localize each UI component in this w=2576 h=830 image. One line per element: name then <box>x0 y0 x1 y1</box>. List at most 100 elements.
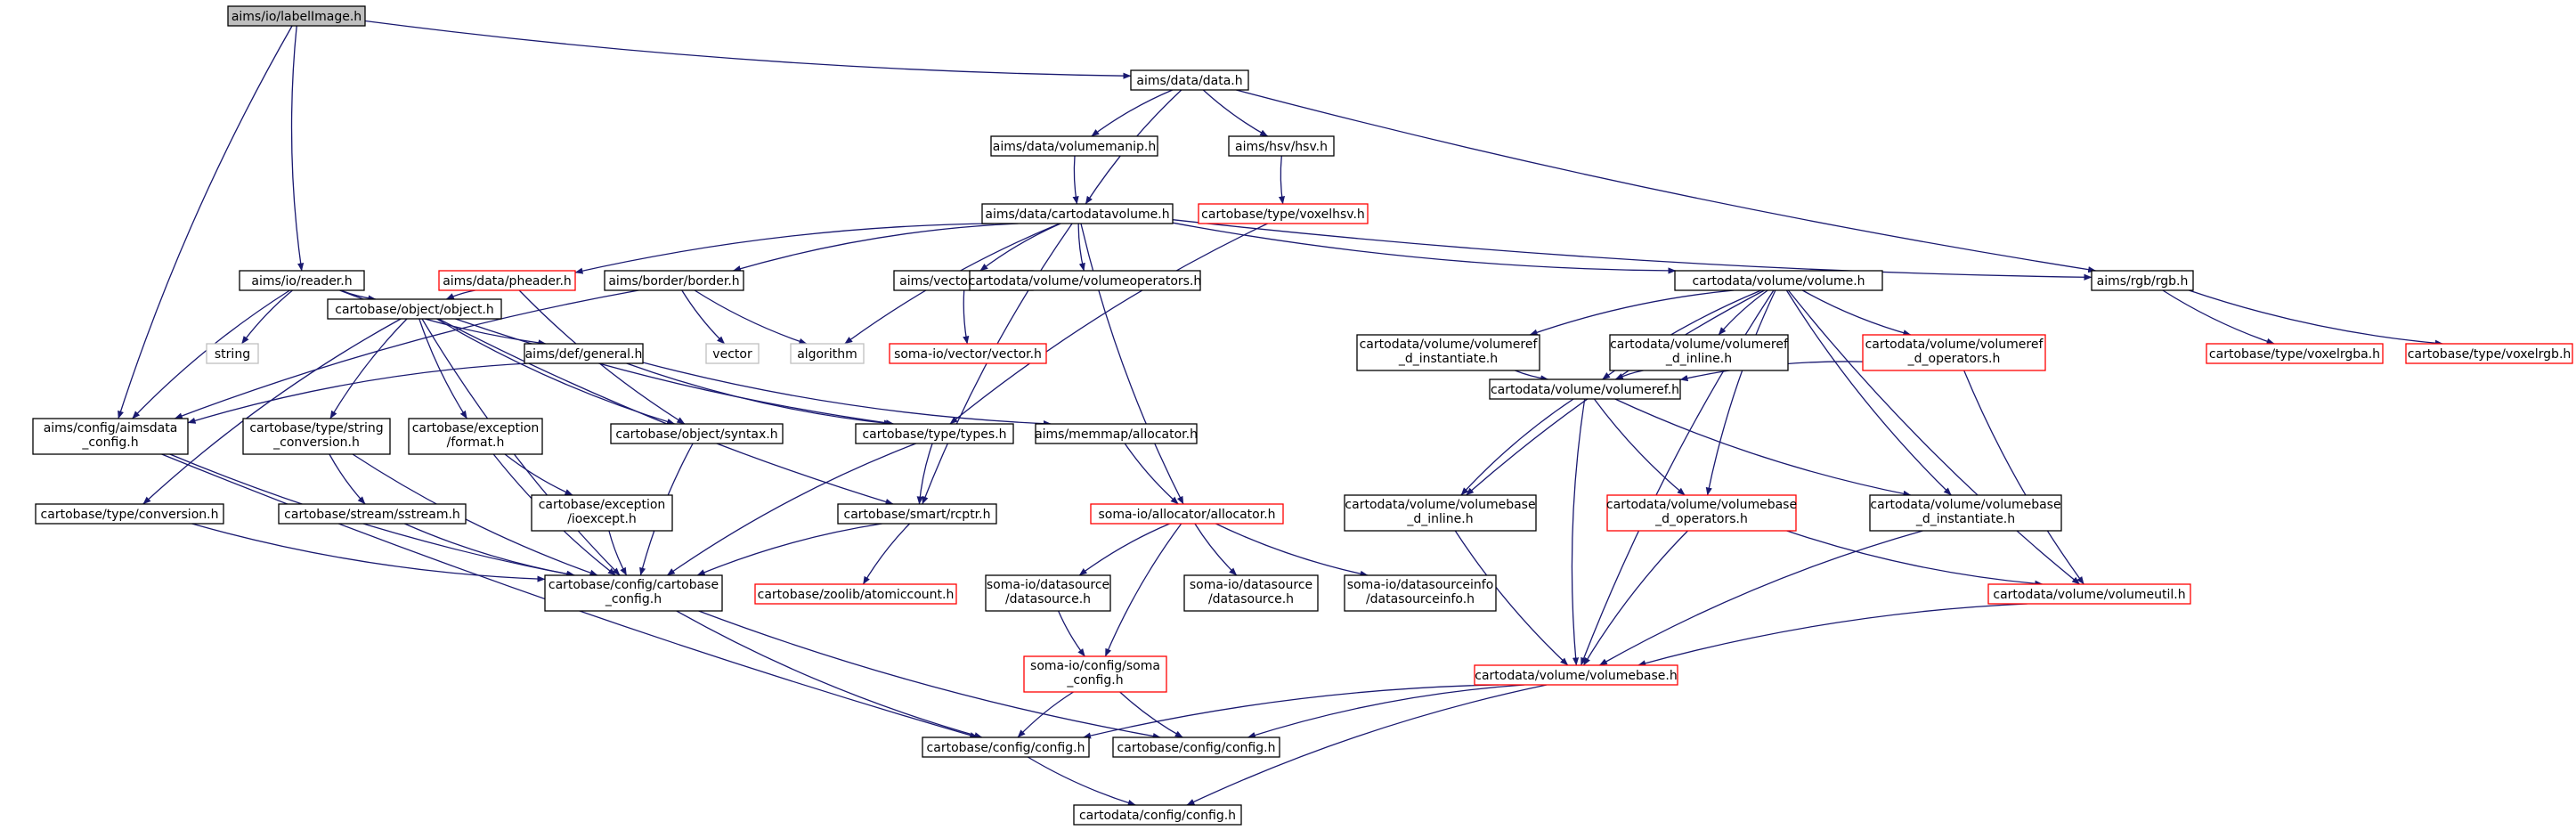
node-label: _config.h <box>81 435 138 450</box>
node-label: cartodata/volume/volumebase.h <box>1475 669 1677 683</box>
edge-somaallocator-to-datasourceinfo <box>1215 523 1369 577</box>
node-labelimage[interactable]: aims/io/labelImage.h <box>227 5 366 27</box>
node-label: cartobase/exception <box>412 421 540 435</box>
node-somaconfig[interactable]: soma-io/config/soma_config.h <box>1023 655 1167 693</box>
node-box <box>544 574 723 612</box>
node-box <box>1474 664 1678 686</box>
node-cartodataconfig[interactable]: cartodata/config/config.h <box>1073 804 1242 826</box>
node-volumemanip[interactable]: aims/data/volumemanip.h <box>990 135 1158 157</box>
edge-stringconv-to-sstream <box>329 453 366 505</box>
node-syntax[interactable]: cartobase/object/syntax.h <box>610 423 784 444</box>
node-datasource[interactable]: soma-io/datasource/datasource.h <box>985 574 1111 612</box>
node-box <box>922 736 1090 758</box>
node-label: aims/data/pheader.h <box>443 274 572 289</box>
node-volumebase[interactable]: cartodata/volume/volumebase.h <box>1474 664 1678 686</box>
edge-volumeref-to-volumebase <box>1571 398 1586 666</box>
node-volumeutil[interactable]: cartodata/volume/volumeutil.h <box>1987 583 2191 605</box>
node-box <box>1489 378 1681 400</box>
node-box <box>981 203 1174 224</box>
node-label: cartobase/zoolib/atomiccount.h <box>758 588 955 602</box>
node-volumeh[interactable]: cartodata/volume/volume.h <box>1674 270 1883 291</box>
node-pheader[interactable]: aims/data/pheader.h <box>438 270 576 291</box>
node-box <box>985 574 1111 612</box>
node-somavector[interactable]: soma-io/vector/vector.h <box>889 343 1047 364</box>
node-volref_inline[interactable]: cartodata/volume/volumeref_d_inline.h <box>1609 334 1789 371</box>
edge-rcptr-to-atomiccount <box>862 523 911 585</box>
node-ioexcept[interactable]: cartobase/exception/ioexcept.h <box>531 494 673 532</box>
node-config2[interactable]: cartobase/config/config.h <box>1112 736 1280 758</box>
node-conversion[interactable]: cartobase/type/conversion.h <box>35 503 224 525</box>
node-general[interactable]: aims/def/general.h <box>524 343 644 364</box>
node-label: cartodata/volume/volumebase <box>1345 498 1535 512</box>
node-volbase_ops[interactable]: cartodata/volume/volumebase_d_operators.… <box>1606 494 1797 532</box>
node-label: cartodata/config/config.h <box>1079 809 1236 823</box>
node-volumeref[interactable]: cartodata/volume/volumeref.h <box>1489 378 1681 400</box>
node-label: _config.h <box>1066 673 1123 688</box>
node-somaallocator[interactable]: soma-io/allocator/allocator.h <box>1090 503 1284 525</box>
node-label: aims/data/data.h <box>1136 74 1242 88</box>
node-datasourceinfo[interactable]: soma-io/datasourceinfo/datasourceinfo.h <box>1344 574 1497 612</box>
node-config1[interactable]: cartobase/config/config.h <box>922 736 1090 758</box>
edge-border-to-aimsdataconfig <box>174 289 639 419</box>
edge-volref_inline-to-volumeref <box>1614 370 1644 380</box>
node-stringconv[interactable]: cartobase/type/string_conversion.h <box>242 418 391 455</box>
node-reader[interactable]: aims/io/reader.h <box>239 270 365 291</box>
node-volumeoperators[interactable]: cartodata/volume/volumeoperators.h <box>969 270 1202 291</box>
node-voxelhsv[interactable]: cartobase/type/voxelhsv.h <box>1198 203 1369 224</box>
node-volref_inst[interactable]: cartodata/volume/volumeref_d_instantiate… <box>1356 334 1540 371</box>
node-voxelrgba[interactable]: cartobase/type/voxelrgba.h <box>2206 343 2384 364</box>
edge-rgb-to-voxelrgb <box>2189 289 2443 346</box>
edge-labelimage-to-reader <box>290 25 305 272</box>
node-types[interactable]: cartobase/type/types.h <box>855 423 1014 444</box>
node-datasource2[interactable]: soma-io/datasource/datasource.h <box>1183 574 1319 612</box>
node-rgb[interactable]: aims/rgb/rgb.h <box>2091 270 2194 291</box>
node-rcptr[interactable]: cartobase/smart/rcptr.h <box>837 503 997 525</box>
edge-volumeh-to-volbase_inst <box>1785 289 1952 496</box>
node-atomiccount[interactable]: cartobase/zoolib/atomiccount.h <box>754 583 957 605</box>
node-label: /datasource.h <box>1208 592 1294 606</box>
node-border[interactable]: aims/border/border.h <box>604 270 744 291</box>
node-sstream[interactable]: cartobase/stream/sstream.h <box>278 503 467 525</box>
node-box <box>837 503 997 525</box>
node-memallocator[interactable]: aims/memmap/allocator.h <box>1035 423 1198 444</box>
node-label: cartodata/volume/volumeref <box>1610 338 1789 352</box>
node-label: string <box>215 347 250 362</box>
edge-somaallocator-to-somaconfig <box>1104 523 1182 657</box>
edge-object-to-syntax <box>436 318 676 425</box>
node-label: cartobase/exception <box>539 498 666 512</box>
node-box <box>531 494 673 532</box>
edge-object-to-rcptr <box>438 318 894 505</box>
edge-labelimage-to-data <box>364 20 1132 79</box>
edge-volbase_ops-to-volumeutil <box>1786 530 2044 587</box>
node-box <box>754 583 957 605</box>
node-label: cartodata/volume/volumebase <box>1870 498 2060 512</box>
node-cartodatavolume[interactable]: aims/data/cartodatavolume.h <box>981 203 1174 224</box>
node-data[interactable]: aims/data/data.h <box>1130 69 1249 91</box>
node-volbase_inst[interactable]: cartodata/volume/volumebase_d_instantiat… <box>1869 494 2062 532</box>
edge-aimsdataconfig-to-cartobaseconfig <box>169 453 575 577</box>
edge-somaallocator-to-datasource <box>1078 523 1170 576</box>
node-label: soma-io/allocator/allocator.h <box>1098 508 1275 522</box>
node-label: _d_operators.h <box>1907 352 2001 366</box>
edge-volumeref-to-volbase_inst <box>1614 398 1912 497</box>
node-label: aims/hsv/hsv.h <box>1235 140 1328 154</box>
node-box <box>1228 135 1335 157</box>
node-volref_ops[interactable]: cartodata/volume/volumeref_d_operators.h <box>1862 334 2046 371</box>
node-box <box>2206 343 2384 364</box>
node-cartobaseconfig[interactable]: cartobase/config/cartobase_config.h <box>544 574 723 612</box>
node-label: aims/io/labelImage.h <box>232 10 362 24</box>
edge-data-to-volumemanip <box>1091 89 1174 137</box>
node-box <box>610 423 784 444</box>
node-aimsdataconfig[interactable]: aims/config/aimsdata_config.h <box>32 418 189 455</box>
edge-object-to-conversion <box>142 318 402 505</box>
node-volbase_inline[interactable]: cartodata/volume/volumebase_d_inline.h <box>1344 494 1537 532</box>
node-hsv[interactable]: aims/hsv/hsv.h <box>1228 135 1335 157</box>
edge-pheader-to-object <box>445 289 475 300</box>
node-box <box>438 270 576 291</box>
node-box <box>1073 804 1242 826</box>
node-object[interactable]: cartobase/object/object.h <box>327 298 502 320</box>
node-excformat[interactable]: cartobase/exception/format.h <box>408 418 543 455</box>
node-voxelrgb[interactable]: cartobase/type/voxelrgb.h <box>2405 343 2573 364</box>
edge-object-to-excformat <box>418 318 467 419</box>
node-box <box>1674 270 1883 291</box>
